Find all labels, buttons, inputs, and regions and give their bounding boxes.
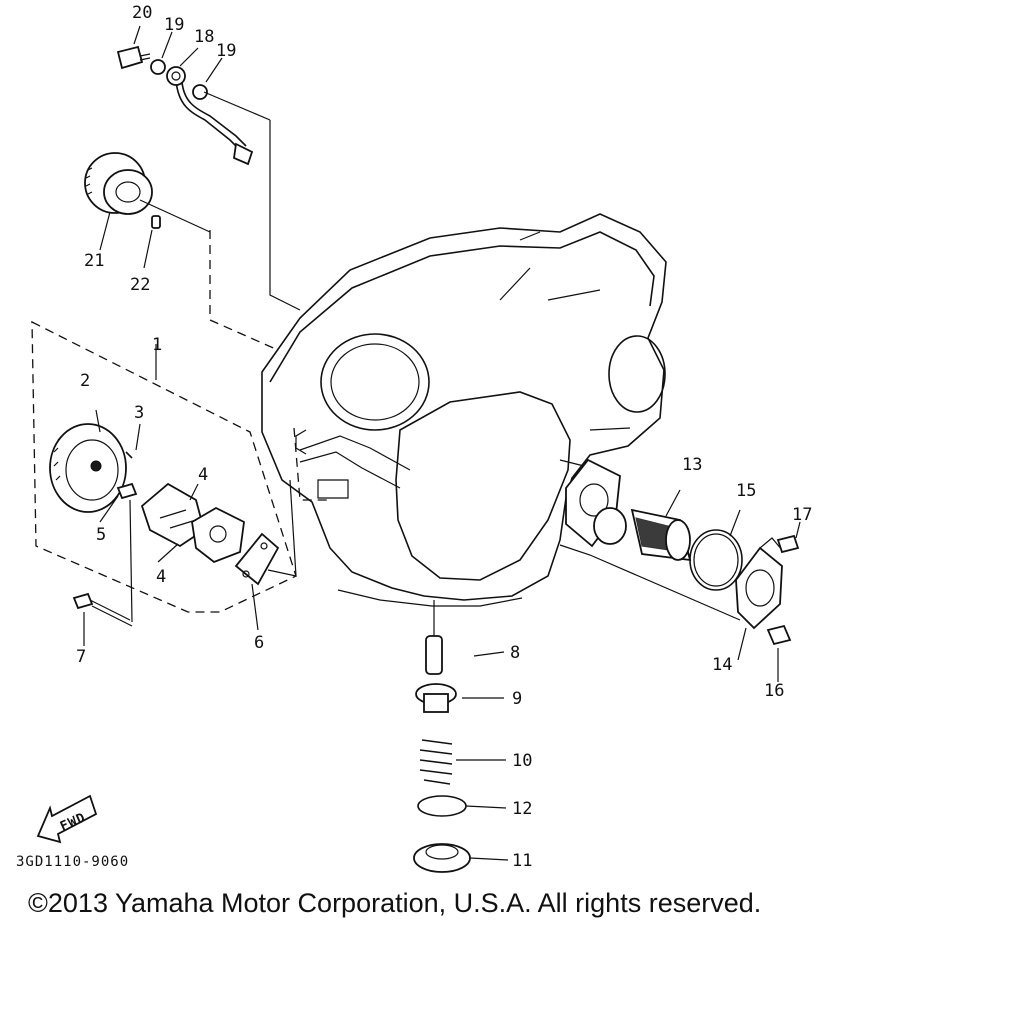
callout-20: 20 [132, 3, 152, 23]
callout-19-left: 19 [164, 15, 184, 35]
callout-21: 21 [84, 251, 104, 271]
fwd-arrow-icon: FWD [36, 794, 98, 844]
callout-15: 15 [736, 481, 756, 501]
copyright-notice: ©2013 Yamaha Motor Corporation, U.S.A. A… [28, 888, 762, 918]
callout-6: 6 [254, 633, 264, 653]
oil-filter-group [565, 458, 800, 646]
callout-22: 22 [130, 275, 150, 295]
diagram-code: 3GD1110-9060 [16, 854, 129, 870]
callout-16: 16 [764, 681, 784, 701]
callout-4-lower: 4 [156, 567, 166, 587]
callout-10: 10 [512, 751, 532, 771]
callout-2: 2 [80, 371, 90, 391]
oil-pipe-assembly [116, 45, 301, 351]
callout-1: 1 [152, 335, 162, 355]
callout-13: 13 [682, 455, 702, 475]
callout-11: 11 [512, 851, 532, 871]
leader-lines [83, 25, 801, 861]
crankcase-cover [261, 213, 741, 621]
callout-numbers: 1 2 3 4 4 5 6 7 8 9 10 11 12 13 14 15 16… [76, 3, 812, 871]
drive-gear-assembly [84, 152, 211, 233]
callout-19-right: 19 [216, 41, 236, 61]
callout-7: 7 [76, 647, 86, 667]
callout-14: 14 [712, 655, 732, 675]
callout-8: 8 [510, 643, 520, 663]
callout-18: 18 [194, 27, 214, 47]
callout-17: 17 [792, 505, 812, 525]
oil-pump-group [31, 320, 297, 627]
drain-plug-group [413, 600, 471, 873]
callout-5: 5 [96, 525, 106, 545]
callout-9: 9 [512, 689, 522, 709]
callout-3: 3 [134, 403, 144, 423]
callout-4-upper: 4 [198, 465, 208, 485]
callout-12: 12 [512, 799, 532, 819]
